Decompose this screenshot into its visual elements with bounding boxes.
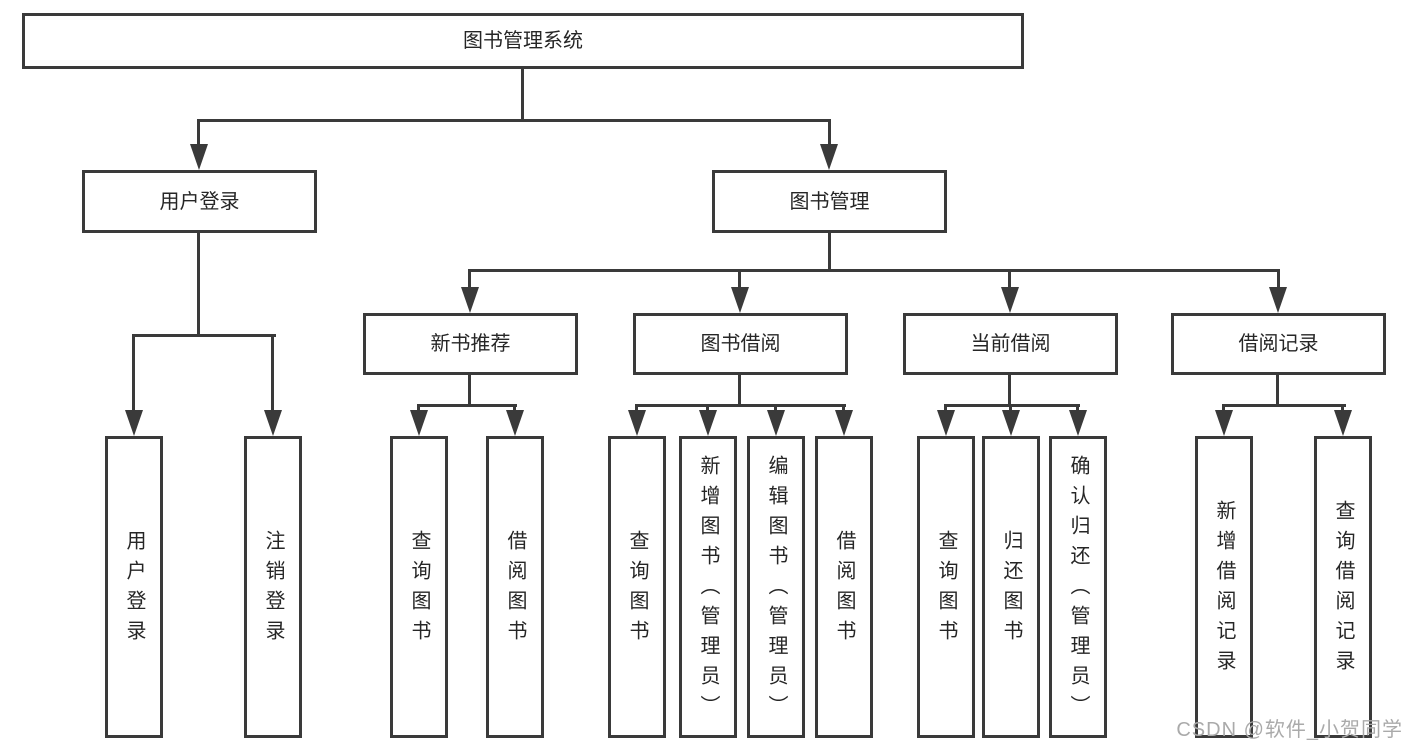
leaf-query-borrow-record: 查询借阅记录 [1314, 436, 1372, 738]
leaf-borrowing-borrow-books: 借阅图书 [815, 436, 873, 738]
connector-bb-add-stem [706, 404, 709, 412]
connector-br-down [1276, 375, 1279, 406]
arrow-to-leaf-user-login [125, 410, 143, 436]
leaf-edit-books-admin: 编辑图书（管理员） [747, 436, 805, 738]
arrow-to-nb-borrow [506, 410, 524, 436]
connector-borrow-records-stem [1277, 269, 1280, 289]
connector-bb-edit-stem [774, 404, 777, 412]
leaf-confirm-return-admin: 确认归还（管理员） [1049, 436, 1107, 738]
node-current-borrowing: 当前借阅 [903, 313, 1118, 375]
connector-br-rail [1222, 404, 1346, 407]
arrow-to-br-query [1334, 410, 1352, 436]
arrow-to-bb-add [699, 410, 717, 436]
node-user-login: 用户登录 [82, 170, 317, 233]
connector-newbook-down [468, 375, 471, 406]
connector-current-borrow-stem [1008, 269, 1011, 289]
connector-cb-query-stem [944, 404, 947, 412]
connector-cb-confirm-stem [1076, 404, 1079, 412]
connector-book-borrow-stem [738, 269, 741, 289]
arrow-to-new-book-rec [461, 287, 479, 313]
arrow-to-bb-query [628, 410, 646, 436]
arrow-to-cb-confirm [1069, 410, 1087, 436]
connector-cb-down [1008, 375, 1011, 406]
arrow-to-bb-borrow [835, 410, 853, 436]
leaf-add-borrow-record: 新增借阅记录 [1195, 436, 1253, 738]
connector-bb-query-stem [635, 404, 638, 412]
connector-user-login-down [197, 233, 200, 337]
connector-cb-return-stem [1009, 404, 1012, 412]
arrow-to-current-borrow [1001, 287, 1019, 313]
leaf-add-books-admin: 新增图书（管理员） [679, 436, 737, 738]
arrow-to-user-login [190, 144, 208, 170]
connector-newbook-rail [417, 404, 517, 407]
arrow-to-cb-query [937, 410, 955, 436]
connector-bb-down [738, 375, 741, 406]
connector-level2-rail [197, 119, 831, 122]
csdn-watermark: CSDN @软件_小贺同学 [1176, 719, 1403, 741]
connector-level3-rail [469, 269, 1280, 272]
leaf-return-books: 归还图书 [982, 436, 1040, 738]
node-new-book-recommend: 新书推荐 [363, 313, 578, 375]
connector-nb-borrow-stem [513, 404, 516, 412]
node-borrowing-records: 借阅记录 [1171, 313, 1386, 375]
connector-cb-rail [944, 404, 1080, 407]
leaf-current-query-books: 查询图书 [917, 436, 975, 738]
leaf-logout: 注销登录 [244, 436, 302, 738]
connector-leaf-user-login-stem [132, 334, 135, 412]
connector-bb-borrow-stem [842, 404, 845, 412]
connector-br-add-stem [1222, 404, 1225, 412]
arrow-to-br-add [1215, 410, 1233, 436]
arrow-to-borrow-records [1269, 287, 1287, 313]
connector-root-stem [521, 69, 524, 122]
connector-nb-query-stem [417, 404, 420, 412]
leaf-user-login: 用户登录 [105, 436, 163, 738]
arrow-to-cb-return [1002, 410, 1020, 436]
leaf-newbook-borrow-books: 借阅图书 [486, 436, 544, 738]
arrow-to-nb-query [410, 410, 428, 436]
connector-new-book-stem [468, 269, 471, 289]
connector-user-login-rail [132, 334, 276, 337]
connector-user-login-stem [197, 119, 200, 146]
leaf-newbook-query-books: 查询图书 [390, 436, 448, 738]
connector-br-query-stem [1341, 404, 1344, 412]
arrow-to-book-mgmt [820, 144, 838, 170]
connector-book-mgmt-stem [828, 119, 831, 146]
node-book-management: 图书管理 [712, 170, 947, 233]
arrow-to-bb-edit [767, 410, 785, 436]
connector-bb-rail [635, 404, 846, 407]
leaf-borrowing-query-books: 查询图书 [608, 436, 666, 738]
arrow-to-book-borrow [731, 287, 749, 313]
connector-book-mgmt-down [828, 233, 831, 272]
node-book-borrowing: 图书借阅 [633, 313, 848, 375]
connector-leaf-logout-stem [271, 334, 274, 412]
node-library-system: 图书管理系统 [22, 13, 1024, 69]
arrow-to-leaf-logout [264, 410, 282, 436]
